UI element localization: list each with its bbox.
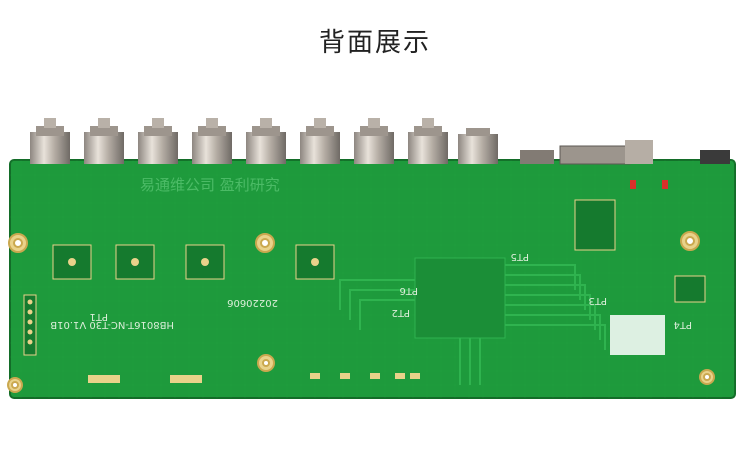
vga-connector: [559, 145, 631, 165]
mounting-holes: [7, 231, 715, 393]
silkscreen-label-pt1: PT1: [89, 311, 108, 322]
pin-header: [23, 294, 37, 356]
bga-area: [339, 257, 606, 385]
power-port: [700, 150, 730, 164]
silkscreen-label-pt2: PT2: [391, 307, 410, 318]
page-title: 背面展示: [318, 28, 431, 58]
silkscreen-label-pt5: PT5: [510, 251, 529, 262]
audio-connector: [625, 140, 653, 164]
pads: [88, 373, 420, 383]
silkscreen-model: HB8016T-NC-T30 V1.01B: [50, 319, 174, 330]
red-components: [630, 180, 668, 189]
bnc-connectors: [30, 118, 498, 164]
white-label-area: [610, 315, 665, 355]
silkscreen-label-pt6: PT6: [399, 285, 418, 296]
watermark: 易通维公司 盈利研究: [140, 176, 280, 194]
silkscreen-label-pt4: PT4: [673, 319, 692, 330]
network-port: [520, 150, 554, 164]
chip-footprints: [52, 199, 706, 303]
silkscreen-date: 20220606: [227, 297, 278, 308]
silkscreen-label-pt3: PT3: [588, 295, 607, 306]
